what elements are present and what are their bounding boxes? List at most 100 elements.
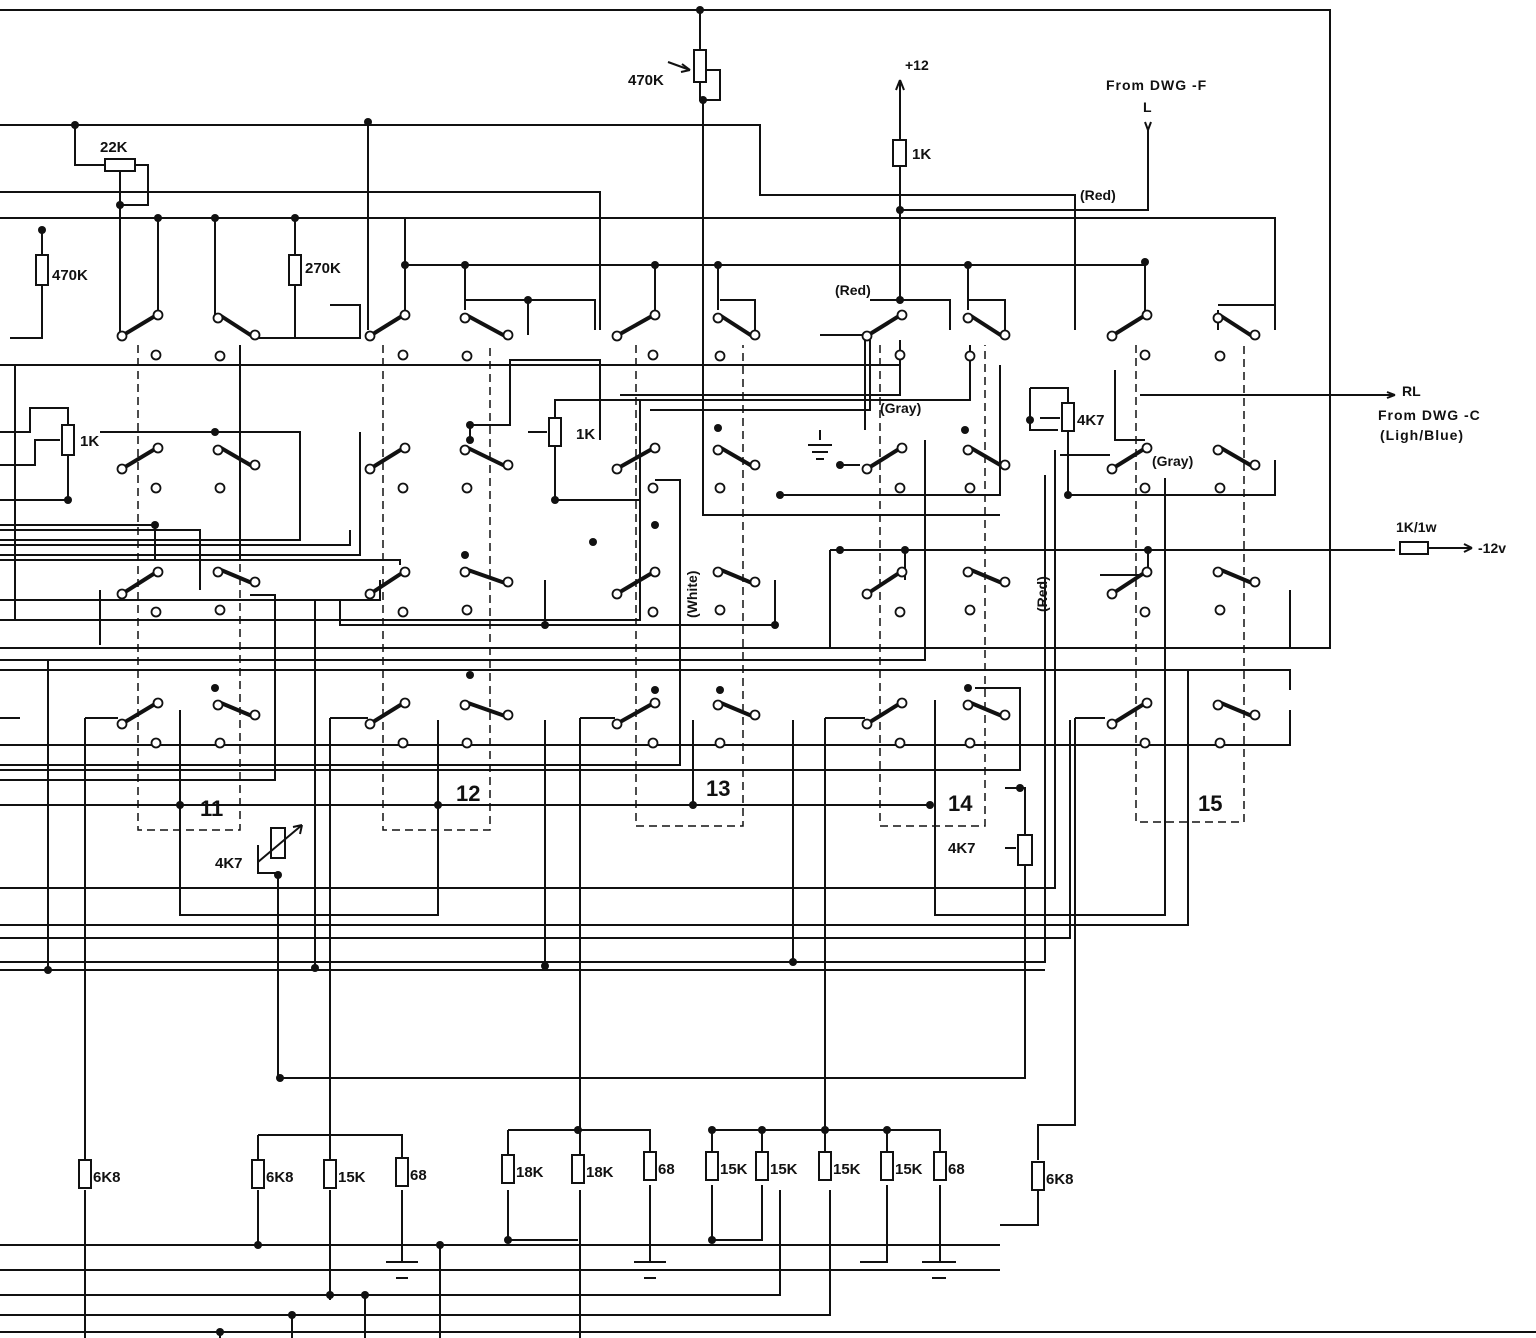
bottom-resistor-label: 15K bbox=[833, 1161, 861, 1178]
switch-contact bbox=[116, 330, 128, 342]
junction-dot bbox=[821, 1126, 829, 1134]
switch-contact bbox=[749, 459, 761, 471]
switch-lever bbox=[1219, 314, 1254, 338]
junction-dot bbox=[1141, 258, 1149, 266]
bottom-resistor: 15K bbox=[755, 1151, 798, 1181]
switch-contact bbox=[1212, 699, 1224, 711]
switch-lever bbox=[1113, 571, 1146, 594]
switch-contact bbox=[1139, 606, 1151, 618]
switch-contact bbox=[212, 312, 224, 324]
switch-contact bbox=[861, 588, 873, 600]
switch-contact bbox=[1212, 312, 1224, 324]
switch-contact bbox=[712, 312, 724, 324]
resistor-body bbox=[571, 1154, 585, 1184]
switch-lever bbox=[467, 314, 506, 338]
r470k-pot-label: 470K bbox=[628, 72, 664, 89]
bottom-resistor-label: 18K bbox=[516, 1164, 544, 1181]
r-1k1w-label: 1K/1w bbox=[1396, 519, 1437, 535]
from-dwg-c-sub: (Ligh/Blue) bbox=[1380, 427, 1464, 443]
switch-pair bbox=[861, 442, 1011, 494]
switch-pair bbox=[861, 566, 1011, 618]
junction-dot bbox=[551, 496, 559, 504]
switch-contact bbox=[502, 459, 514, 471]
wire-red-mid: (Red) bbox=[835, 282, 871, 298]
switch-contact bbox=[999, 329, 1011, 341]
switch-contact bbox=[896, 309, 908, 321]
resistor-symbols bbox=[35, 49, 1429, 866]
switch-contact bbox=[1249, 459, 1261, 471]
switch-contact bbox=[1214, 482, 1226, 494]
switch-lever bbox=[220, 568, 253, 585]
switch-contact bbox=[749, 329, 761, 341]
switch-contact bbox=[749, 576, 761, 588]
rl-label: RL bbox=[1402, 383, 1421, 399]
junction-dot bbox=[64, 496, 72, 504]
junction-dot bbox=[651, 261, 659, 269]
wiring bbox=[0, 9, 1536, 1338]
switch-contact bbox=[364, 588, 376, 600]
switch-contact bbox=[502, 576, 514, 588]
from-dwg-c-label: From DWG -C bbox=[1378, 407, 1481, 423]
switch-contact bbox=[749, 709, 761, 721]
switch-contact bbox=[459, 566, 471, 578]
resistor-body bbox=[643, 1151, 657, 1181]
switch-contact bbox=[1106, 718, 1118, 730]
junction-dot bbox=[1064, 491, 1072, 499]
switch-lever bbox=[123, 571, 157, 594]
switch-contact bbox=[150, 737, 162, 749]
group-12-label: 12 bbox=[456, 781, 480, 806]
junction-dot bbox=[836, 461, 844, 469]
bottom-resistor-label: 15K bbox=[720, 1161, 748, 1178]
switch-contact bbox=[1106, 588, 1118, 600]
switch-contact bbox=[214, 482, 226, 494]
junction-dot bbox=[1016, 784, 1024, 792]
switch-lever bbox=[720, 568, 753, 585]
switch-contact bbox=[1214, 350, 1226, 362]
junction-dot bbox=[776, 491, 784, 499]
switch-contact bbox=[894, 482, 906, 494]
junction-dot bbox=[896, 296, 904, 304]
junction-dot bbox=[461, 261, 469, 269]
switch-contact bbox=[1106, 463, 1118, 475]
switch-lever bbox=[619, 702, 653, 724]
junction-dot bbox=[883, 1126, 891, 1134]
switch-contact bbox=[611, 330, 623, 342]
switch-contact bbox=[1141, 309, 1153, 321]
switch-contact bbox=[611, 718, 623, 730]
junction-dot bbox=[211, 684, 219, 692]
bottom-resistor: 68 bbox=[395, 1157, 427, 1187]
junction-dot bbox=[651, 686, 659, 694]
bottom-resistor-label: 15K bbox=[895, 1161, 923, 1178]
switch-pair bbox=[1106, 697, 1261, 749]
bottom-resistor-label: 68 bbox=[658, 1161, 675, 1178]
switch-contact bbox=[116, 588, 128, 600]
switch-contact bbox=[249, 576, 261, 588]
switch-contact bbox=[249, 709, 261, 721]
junction-dot bbox=[466, 421, 474, 429]
switch-contact bbox=[1139, 349, 1151, 361]
switch-contact bbox=[459, 444, 471, 456]
bottom-resistor: 15K bbox=[705, 1151, 748, 1181]
switch-contact bbox=[459, 312, 471, 324]
switch-lever bbox=[1220, 568, 1253, 585]
resistor-body bbox=[818, 1151, 832, 1181]
switch-contact bbox=[152, 566, 164, 578]
r1k-pot-left-label: 1K bbox=[80, 433, 99, 450]
switch-lever bbox=[868, 314, 901, 336]
switch-contact bbox=[364, 718, 376, 730]
junction-dot bbox=[154, 214, 162, 222]
switch-lever bbox=[969, 314, 1004, 338]
switch-contact bbox=[964, 737, 976, 749]
wire-gray-2: (Gray) bbox=[1152, 453, 1193, 469]
switch-lever bbox=[720, 701, 753, 718]
junction-dot bbox=[896, 206, 904, 214]
ground-symbols bbox=[386, 444, 956, 1279]
resistor-body bbox=[1031, 1161, 1045, 1191]
bottom-resistor: 6K8 bbox=[1031, 1161, 1074, 1191]
switch-pair bbox=[611, 566, 761, 618]
switch-pair bbox=[861, 697, 1011, 749]
junction-dot bbox=[44, 966, 52, 974]
switch-contact bbox=[249, 459, 261, 471]
junction-dot bbox=[714, 424, 722, 432]
